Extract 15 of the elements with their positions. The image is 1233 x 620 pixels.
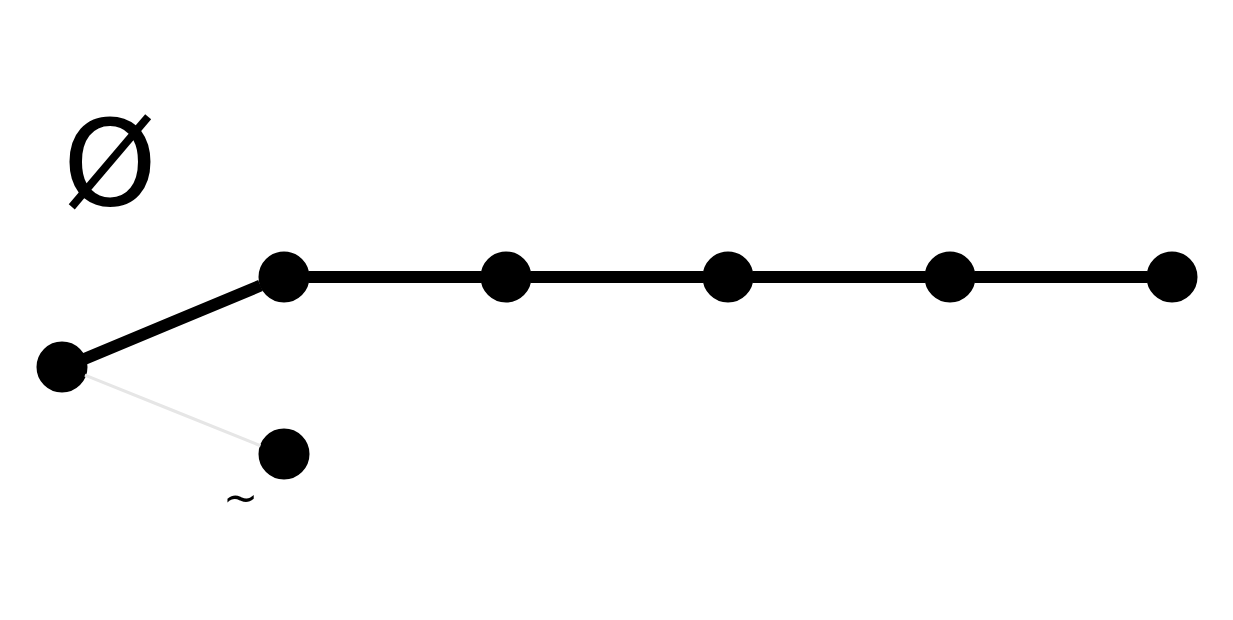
node-circle <box>36 341 87 393</box>
node-circle <box>258 428 309 480</box>
node-circle <box>1146 251 1197 303</box>
connector <box>752 271 926 283</box>
node-circle <box>924 251 975 303</box>
node-circle <box>258 251 309 303</box>
connector <box>308 271 482 283</box>
connector <box>974 271 1148 283</box>
diagram-title: Ø <box>62 94 157 233</box>
connector <box>82 280 263 365</box>
connector <box>530 271 704 283</box>
node-label: ~ <box>222 472 258 522</box>
node-circle <box>702 251 753 303</box>
connector <box>83 373 261 448</box>
node-circle <box>480 251 531 303</box>
